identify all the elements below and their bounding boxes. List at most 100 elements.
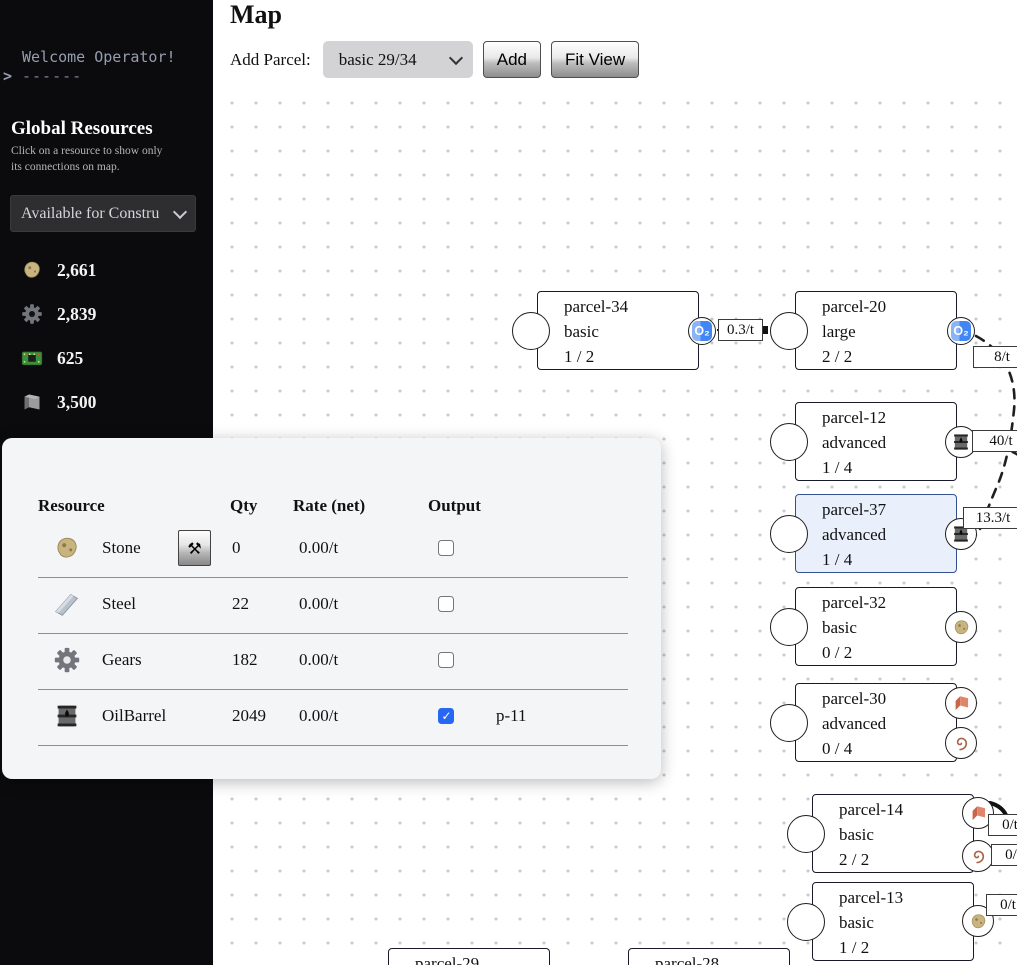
node-tier: advanced xyxy=(822,525,887,544)
output-port-oxygen[interactable]: O₂ xyxy=(688,317,716,345)
output-target: p-11 xyxy=(496,706,527,725)
node-parcel-32[interactable]: parcel-32 basic 0 / 2 xyxy=(770,587,977,666)
stone-icon xyxy=(57,537,77,558)
page-title: Map xyxy=(230,0,282,29)
mine-button[interactable]: ⚒ xyxy=(178,530,211,566)
stone-icon xyxy=(24,261,40,278)
node-slots: 2 / 2 xyxy=(822,347,853,366)
oxygen-icon: O₂ xyxy=(692,321,712,341)
oil-barrel-icon xyxy=(954,434,968,450)
resource-name: Steel xyxy=(102,594,136,613)
node-tier: advanced xyxy=(822,714,887,733)
output-checkbox[interactable] xyxy=(438,596,454,612)
resource-rate: 0.00/t xyxy=(299,594,339,613)
resource-qty: 182 xyxy=(232,650,258,669)
output-port-oxygen[interactable]: O₂ xyxy=(947,317,975,345)
steel-count: 3,500 xyxy=(57,391,97,412)
edge-rate-label: 8/t xyxy=(973,346,1017,368)
gear-icon xyxy=(54,647,80,673)
resource-rate: 0.00/t xyxy=(299,650,339,669)
stone-count: 2,661 xyxy=(57,259,97,280)
node-id: parcel-29 xyxy=(415,954,480,965)
node-slots: 2 / 2 xyxy=(839,850,870,869)
chevron-down-icon xyxy=(172,204,188,219)
resource-rate: 0.00/t xyxy=(299,706,339,725)
edge-rate-label: 40/t xyxy=(972,430,1017,452)
input-handle[interactable] xyxy=(787,903,825,941)
sidebar-resource-gears[interactable]: 2,839 xyxy=(20,302,96,326)
node-parcel-29-partial[interactable]: parcel-29 xyxy=(388,948,550,965)
input-handle[interactable] xyxy=(512,312,550,350)
resource-qty: 0 xyxy=(232,538,241,557)
edge-rate-label: 13.3/t xyxy=(963,507,1017,529)
node-parcel-13[interactable]: parcel-13 basic 1 / 2 xyxy=(787,882,994,961)
node-id: parcel-34 xyxy=(564,297,629,316)
node-parcel-12[interactable]: parcel-12 advanced 1 / 4 xyxy=(770,402,977,481)
node-parcel-30[interactable]: parcel-30 advanced 0 / 4 xyxy=(770,683,977,762)
column-header-qty: Qty xyxy=(230,496,258,515)
edge-rate-label: 0/t xyxy=(991,844,1017,866)
node-tier: basic xyxy=(839,913,874,932)
gears-count: 2,839 xyxy=(57,303,97,324)
node-id: parcel-14 xyxy=(839,800,904,819)
input-handle[interactable] xyxy=(787,815,825,853)
resource-name: Stone xyxy=(102,538,141,557)
edge-rate-label: 0/t xyxy=(988,814,1017,836)
input-handle[interactable] xyxy=(770,423,808,461)
node-slots: 1 / 4 xyxy=(822,458,853,477)
sidebar-resource-stone[interactable]: 2,661 xyxy=(20,258,96,282)
parcel-type-select[interactable]: basic 29/34 xyxy=(322,41,473,78)
output-port-stone[interactable] xyxy=(945,611,977,643)
resource-qty: 2049 xyxy=(232,706,266,725)
output-port-copper-plate[interactable] xyxy=(945,687,977,719)
output-checkbox[interactable] xyxy=(438,540,454,556)
fit-view-button[interactable]: Fit View xyxy=(550,41,640,78)
input-handle[interactable] xyxy=(770,515,808,553)
steel-beam-icon xyxy=(55,594,79,616)
output-checkbox[interactable] xyxy=(438,708,454,724)
add-parcel-label: Add Parcel: xyxy=(230,49,311,69)
node-id: parcel-12 xyxy=(822,408,887,427)
node-slots: 0 / 2 xyxy=(822,643,853,662)
resource-panel: Resource Qty Rate (net) Output Stone ⚒ 0… xyxy=(2,438,661,779)
node-id: parcel-37 xyxy=(822,500,887,519)
node-parcel-37-selected[interactable]: parcel-37 advanced 1 / 4 xyxy=(770,494,977,573)
sidebar-resource-circuit[interactable]: 625 xyxy=(20,346,83,370)
add-button[interactable]: Add xyxy=(482,41,541,78)
node-slots: 1 / 4 xyxy=(822,550,853,569)
node-parcel-14[interactable]: parcel-14 basic 2 / 2 xyxy=(787,794,994,873)
sidebar-resource-steel[interactable]: 3,500 xyxy=(20,390,96,414)
oxygen-icon: O₂ xyxy=(951,321,971,341)
input-handle[interactable] xyxy=(770,608,808,646)
node-parcel-34[interactable]: parcel-34 basic 1 / 2 O₂ xyxy=(512,291,716,370)
global-resources-hint: Click on a resource to show only its con… xyxy=(11,145,163,173)
copper-coil-icon xyxy=(973,850,985,864)
copper-plate-icon xyxy=(972,805,985,820)
output-checkbox[interactable] xyxy=(438,652,454,668)
chevron-down-icon xyxy=(448,50,463,65)
terminal-input[interactable]: ------ xyxy=(22,67,83,85)
output-port-copper-coil[interactable] xyxy=(962,840,994,872)
node-tier: large xyxy=(822,322,856,341)
output-port-oil-barrel[interactable] xyxy=(945,426,977,458)
input-handle[interactable] xyxy=(770,312,808,350)
row-divider xyxy=(38,745,628,746)
node-tier: basic xyxy=(564,322,599,341)
gear-icon xyxy=(22,304,42,324)
node-parcel-20[interactable]: parcel-20 large 2 / 2 O₂ xyxy=(770,291,975,370)
resource-filter-select[interactable]: Available for Constru xyxy=(10,195,196,232)
node-slots: 1 / 2 xyxy=(839,938,870,957)
input-handle[interactable] xyxy=(770,704,808,742)
column-header-resource: Resource xyxy=(38,496,105,515)
resource-name: OilBarrel xyxy=(102,706,167,725)
output-port-copper-coil[interactable] xyxy=(945,727,977,759)
node-tier: basic xyxy=(822,618,857,637)
node-id: parcel-13 xyxy=(839,888,904,907)
resource-rate: 0.00/t xyxy=(299,538,339,557)
edge-rate-label: 0/t xyxy=(986,894,1017,916)
node-id: parcel-20 xyxy=(822,297,887,316)
welcome-text: Welcome Operator! xyxy=(22,48,176,66)
node-tier: basic xyxy=(839,825,874,844)
node-parcel-28-partial[interactable]: parcel-28 xyxy=(628,948,790,965)
